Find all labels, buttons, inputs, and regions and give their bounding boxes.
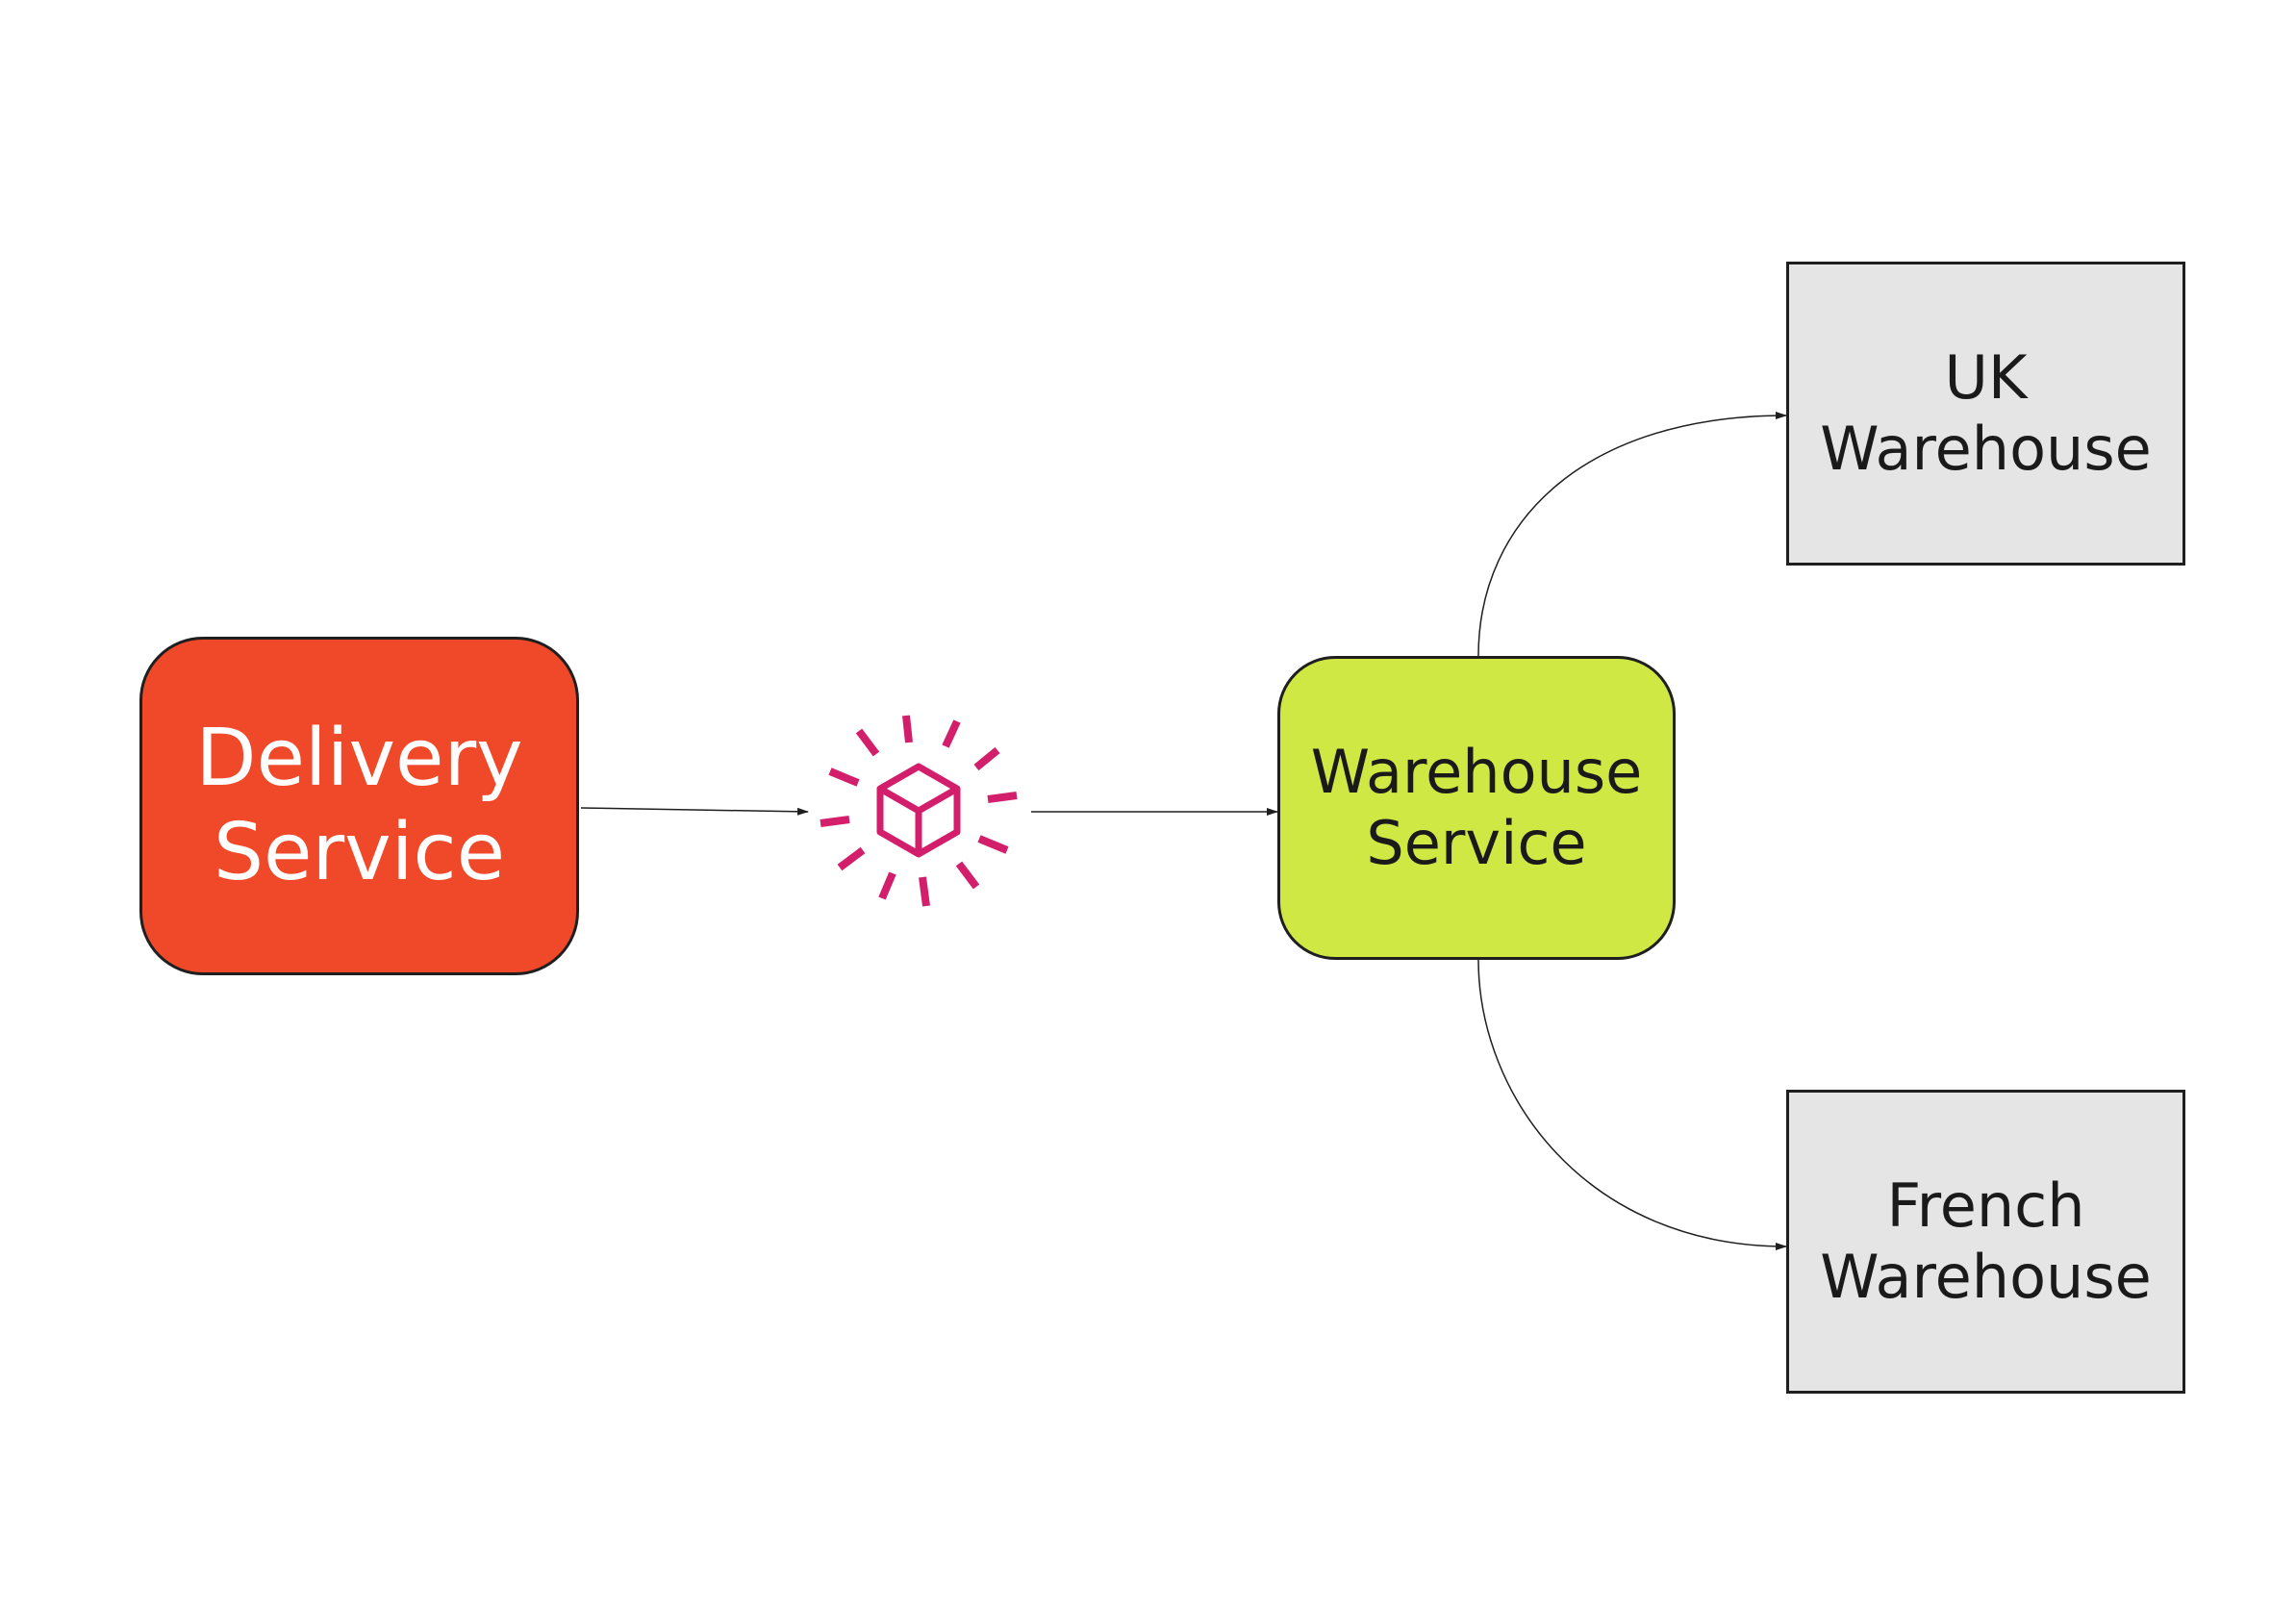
delivery-service-node[interactable]: Delivery Service — [139, 637, 579, 975]
package-box-icon — [876, 763, 961, 858]
edge-delivery-to-event — [580, 807, 809, 816]
delivery-service-label-line2: Service — [213, 807, 506, 898]
edge-warehouse-service-to-french — [1477, 959, 1787, 1250]
warehouse-service-label-line2: Service — [1366, 808, 1587, 878]
delivery-service-label-line1: Delivery — [195, 712, 523, 804]
french-warehouse-label-line1: French — [1886, 1170, 2085, 1241]
warehouse-service-label-line1: Warehouse — [1310, 736, 1643, 807]
package-burst-icon — [820, 715, 1018, 907]
edge-warehouse-service-to-uk — [1477, 412, 1787, 657]
uk-warehouse-node[interactable]: UK Warehouse — [1786, 262, 2185, 566]
french-warehouse-label-line2: Warehouse — [1820, 1242, 2152, 1312]
uk-warehouse-label-line1: UK — [1944, 341, 2028, 413]
french-warehouse-node[interactable]: French Warehouse — [1786, 1090, 2185, 1394]
burst-rays — [820, 715, 1018, 907]
uk-warehouse-label-line2: Warehouse — [1820, 414, 2152, 484]
warehouse-service-node[interactable]: Warehouse Service — [1277, 656, 1676, 960]
